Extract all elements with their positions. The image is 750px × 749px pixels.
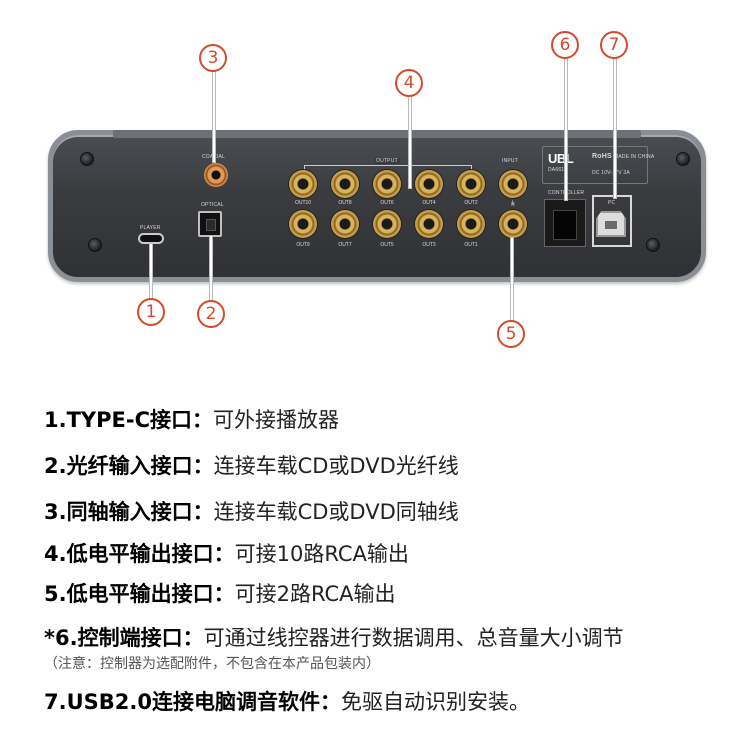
rca-jack-out8 <box>331 170 359 198</box>
rca-jack-input-l <box>499 170 527 198</box>
spec-lead: 4.低电平输出接口： <box>44 542 235 566</box>
callout-4: 4 <box>395 69 423 97</box>
spec-desc: 可外接播放器 <box>212 408 339 432</box>
rca-label: OUT8 <box>338 200 352 206</box>
spec-item-6: *6.控制端接口：可通过线控器进行数据调用、总音量大小调节 <box>44 622 624 652</box>
spec-desc: 免驱自动识别安装。 <box>340 690 530 714</box>
spec-lead: 3.同轴输入接口： <box>44 500 214 524</box>
spec-lead: 1.TYPE-C接口： <box>44 408 213 432</box>
spec-lead: 7.USB2.0连接电脑调音软件： <box>44 690 341 714</box>
rca-jack-out4 <box>415 170 443 198</box>
rca-label: R <box>511 202 515 208</box>
callout-7: 7 <box>600 31 628 59</box>
rca-jack-out7 <box>331 210 359 238</box>
leader-line-6 <box>565 58 567 200</box>
output-bracket <box>304 165 472 170</box>
rca-label: OUT6 <box>380 200 394 206</box>
optical-port <box>198 211 222 237</box>
screw-icon <box>676 152 690 166</box>
rca-label: OUT1 <box>464 242 478 248</box>
leader-line-2 <box>210 236 212 300</box>
spec-item-2: 2.光纤输入接口：连接车载CD或DVD光纤线 <box>44 450 459 480</box>
spec-item-4: 4.低电平输出接口：可接10路RCA输出 <box>44 538 409 568</box>
rca-label: OUT10 <box>294 200 312 206</box>
made-in-label: MADE IN CHINA <box>614 154 655 160</box>
rohs-label: RoHS <box>592 153 612 160</box>
rca-jack-input-r <box>499 210 527 238</box>
rca-jack-out1 <box>457 210 485 238</box>
power-rating-label: DC 10V-17V 3A <box>592 170 630 176</box>
spec-note: （注意：控制器为选配附件，不包含在本产品包装内） <box>44 656 380 672</box>
optical-label: OPTICAL <box>201 202 224 208</box>
leader-line-3 <box>213 72 215 162</box>
usb-b-port <box>596 211 626 237</box>
spec-lead: *6.控制端接口： <box>44 626 204 650</box>
callout-1: 1 <box>137 298 165 326</box>
spec-lead: 2.光纤输入接口： <box>44 454 214 478</box>
spec-item-5: 5.低电平输出接口：可接2路RCA输出 <box>44 578 396 608</box>
callout-3: 3 <box>199 44 227 72</box>
coaxial-port <box>204 163 228 187</box>
model-label: DA661 <box>548 167 565 173</box>
rca-jack-out10 <box>289 170 317 198</box>
brand-logo: UBL <box>548 151 574 166</box>
input-label: INPUT <box>502 158 518 164</box>
rca-jack-out3 <box>415 210 443 238</box>
panel-top-lip <box>113 130 641 138</box>
spec-item-3: 3.同轴输入接口：连接车载CD或DVD同轴线 <box>44 496 459 526</box>
rca-jack-out9 <box>289 210 317 238</box>
spec-item-7: 7.USB2.0连接电脑调音软件：免驱自动识别安装。 <box>44 686 530 716</box>
callout-2: 2 <box>197 300 225 328</box>
callout-5: 5 <box>497 320 525 348</box>
leader-line-1 <box>150 244 152 299</box>
pc-label: PC <box>608 200 616 206</box>
screw-icon <box>646 238 660 252</box>
rca-label: OUT7 <box>338 242 352 248</box>
spec-desc: 连接车载CD或DVD同轴线 <box>213 500 459 524</box>
rca-label: OUT9 <box>296 242 310 248</box>
output-label: OUTPUT <box>374 158 400 164</box>
brand-plate <box>542 146 648 184</box>
rca-jack-out2 <box>457 170 485 198</box>
rca-jack-out5 <box>373 210 401 238</box>
leader-line-7 <box>614 58 616 198</box>
rca-label: OUT5 <box>380 242 394 248</box>
rca-jack-out6 <box>373 170 401 198</box>
rca-label: OUT2 <box>464 200 478 206</box>
leader-line-5 <box>511 238 513 320</box>
spec-desc: 可通过线控器进行数据调用、总音量大小调节 <box>203 626 624 650</box>
spec-desc: 可接10路RCA输出 <box>234 542 409 566</box>
screw-icon <box>80 152 94 166</box>
spec-lead: 5.低电平输出接口： <box>44 582 235 606</box>
pc-port-frame <box>592 195 632 247</box>
spec-desc: 可接2路RCA输出 <box>234 582 396 606</box>
rca-label: OUT3 <box>422 242 436 248</box>
spec-item-1: 1.TYPE-C接口：可外接播放器 <box>44 404 339 434</box>
spec-desc: 连接车载CD或DVD光纤线 <box>213 454 459 478</box>
controller-port <box>544 199 586 247</box>
device-rear-panel <box>48 130 706 282</box>
rca-label: OUT4 <box>422 200 436 206</box>
callout-6: 6 <box>551 31 579 59</box>
player-label: PLAYER <box>140 225 161 231</box>
screw-icon <box>88 238 102 252</box>
type-c-port <box>138 233 164 244</box>
leader-line-4 <box>409 96 411 188</box>
rca-label: L <box>511 200 515 206</box>
